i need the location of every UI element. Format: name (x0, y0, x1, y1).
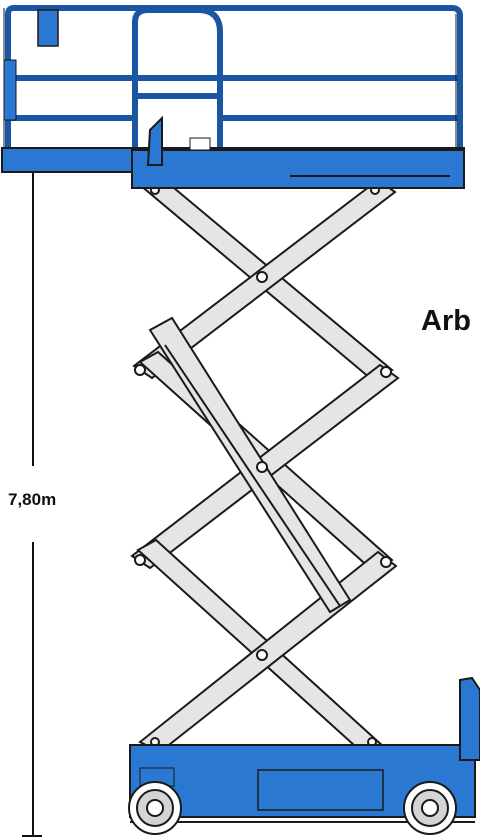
rear-wheel (403, 781, 457, 835)
platform-deck (1, 115, 465, 189)
control-box (37, 9, 59, 47)
height-label: 7,80m (8, 490, 57, 509)
platform-railing (5, 5, 463, 150)
front-wheel (128, 781, 182, 835)
side-panel (3, 59, 17, 121)
side-label: Arb (421, 305, 471, 337)
